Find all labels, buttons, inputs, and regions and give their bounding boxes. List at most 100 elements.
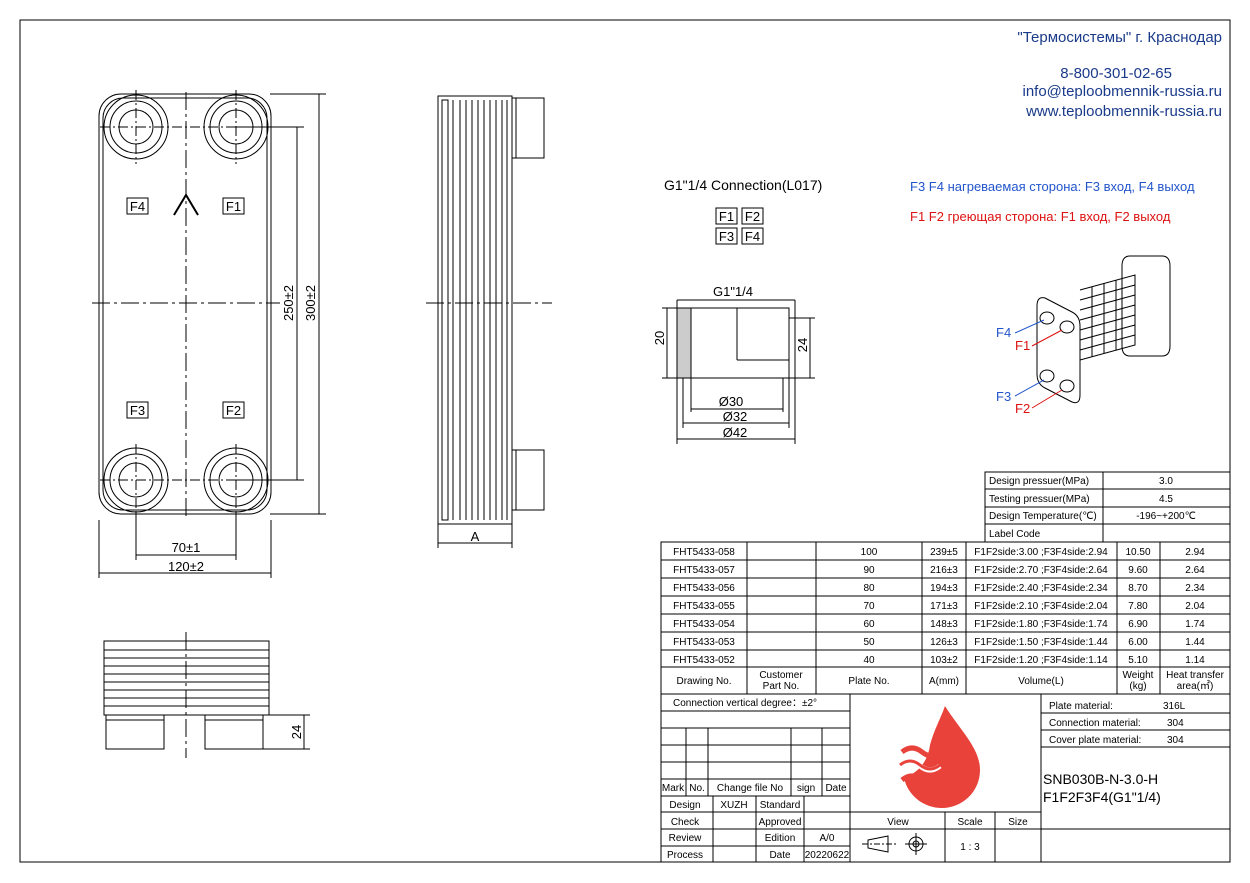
iso-f3: F3 — [996, 389, 1011, 404]
port-label-f2: F2 — [226, 403, 241, 418]
detail-d30: Ø30 — [719, 394, 744, 409]
company-site: www.teploobmennik-russia.ru — [1025, 103, 1222, 120]
model-cell-volume: F1F2side:2.40 ;F3F4side:2.34 — [974, 583, 1108, 594]
model-cell-area: 1.44 — [1185, 637, 1205, 648]
tb-check: Check — [671, 817, 700, 828]
model-cell-a: 126±3 — [930, 637, 958, 648]
iso-f2: F2 — [1015, 401, 1030, 416]
tb-cover-material: 304 — [1167, 735, 1184, 746]
model-cell-volume: F1F2side:2.70 ;F3F4side:2.64 — [974, 565, 1108, 576]
model-cell-weight: 8.70 — [1128, 583, 1148, 594]
tb-size: Size — [1008, 817, 1028, 828]
bottom-view — [103, 632, 310, 758]
model-cell-volume: F1F2side:1.20 ;F3F4side:1.14 — [974, 655, 1108, 666]
model-cell-drawing: FHT5433-058 — [673, 547, 735, 558]
tb-connection-material-label: Connection material: — [1049, 718, 1141, 729]
model-cell-a: 216±3 — [930, 565, 958, 576]
company-phone: 8-800-301-02-65 — [1060, 65, 1172, 82]
tb-design: Design — [669, 800, 700, 811]
company-header: "Термосистемы" г. Краснодар 8-800-301-02… — [1017, 29, 1222, 120]
detail-dim-20: 20 — [652, 331, 667, 345]
tb-approved: Approved — [759, 817, 802, 828]
model-cell-a: 239±5 — [930, 547, 958, 558]
model-cell-weight: 7.80 — [1128, 601, 1148, 612]
tb-edition-value: A/0 — [819, 833, 834, 844]
tb-model: SNB030B-N-3.0-H — [1043, 771, 1158, 787]
tb-view: View — [887, 817, 909, 828]
model-cell-drawing: FHT5433-056 — [673, 583, 735, 594]
model-cell-volume: F1F2side:1.80 ;F3F4side:1.74 — [974, 619, 1108, 630]
tb-scale-value: 1 : 3 — [960, 842, 980, 853]
model-cell-drawing: FHT5433-057 — [673, 565, 735, 576]
model-cell-area: 1.14 — [1185, 655, 1205, 666]
port-label-f1: F1 — [226, 199, 241, 214]
design-label-code: Label Code — [989, 529, 1041, 540]
tb-date-value: 20220622 — [805, 850, 850, 861]
model-cell-drawing: FHT5433-052 — [673, 655, 735, 666]
tb-standard: Standard — [760, 800, 801, 811]
hdr-weight: Weight(kg) — [1123, 670, 1154, 692]
plate-outline — [98, 93, 272, 515]
design-value-testing: 4.5 — [1159, 494, 1173, 505]
design-label-testing: Testing pressuer(MPa) — [989, 494, 1090, 505]
tb-no: No. — [689, 783, 705, 794]
tb-date-label: Date — [769, 850, 791, 861]
drawing-frame — [19, 19, 1231, 863]
model-cell-drawing: FHT5433-054 — [673, 619, 735, 630]
front-view-labels: F4 F1 F3 F2 250±2 300±2 70±1 120±2 — [130, 199, 318, 574]
connection-detail — [662, 299, 815, 444]
model-cell-plates: 40 — [863, 655, 875, 666]
dim-120: 120±2 — [168, 559, 204, 574]
grid-f4: F4 — [745, 229, 760, 244]
tb-scale: Scale — [957, 817, 982, 828]
design-label-temp: Design Temperature(℃) — [989, 511, 1097, 522]
model-cell-weight: 5.10 — [1128, 655, 1148, 666]
model-cell-drawing: FHT5433-055 — [673, 601, 735, 612]
title-block-grid — [660, 693, 1231, 863]
tb-sign: sign — [797, 783, 815, 794]
model-cell-weight: 10.50 — [1125, 547, 1150, 558]
tb-date: Date — [825, 783, 847, 794]
model-cell-plates: 90 — [863, 565, 875, 576]
design-label-pressure: Design pressuer(MPa) — [989, 476, 1089, 487]
tb-plate-material-label: Plate material: — [1049, 701, 1113, 712]
model-cell-weight: 9.60 — [1128, 565, 1148, 576]
model-cell-area: 2.04 — [1185, 601, 1205, 612]
tb-review: Review — [669, 833, 703, 844]
flow-arrow-icon — [173, 193, 199, 216]
hdr-a: A(mm) — [929, 676, 959, 687]
model-cell-weight: 6.90 — [1128, 619, 1148, 630]
legend-heated: F3 F4 нагреваемая сторона: F3 вход, F4 в… — [910, 179, 1195, 194]
hdr-drawing: Drawing No. — [676, 676, 731, 687]
grid-f1: F1 — [719, 209, 734, 224]
tb-mark: Mark — [662, 783, 685, 794]
model-cell-a: 194±3 — [930, 583, 958, 594]
company-name: "Термосистемы" г. Краснодар — [1017, 29, 1222, 46]
detail-thread: G1"1/4 — [713, 284, 753, 299]
dim-70: 70±1 — [172, 540, 201, 555]
connection-port-grid — [715, 207, 764, 245]
design-value-temp: -196~+200℃ — [1136, 511, 1196, 522]
model-cell-area: 2.94 — [1185, 547, 1205, 558]
connection-title: G1"1/4 Connection(L017) — [664, 177, 822, 193]
model-cell-a: 148±3 — [930, 619, 958, 630]
tb-model-ports: F1F2F3F4(G1"1/4) — [1043, 789, 1161, 805]
model-cell-plates: 50 — [863, 637, 875, 648]
model-cell-volume: F1F2side:2.10 ;F3F4side:2.04 — [974, 601, 1108, 612]
model-cell-volume: F1F2side:1.50 ;F3F4side:1.44 — [974, 637, 1108, 648]
tb-plate-material: 316L — [1163, 701, 1186, 712]
model-cell-plates: 70 — [863, 601, 875, 612]
front-view — [92, 90, 326, 578]
tb-change-file: Change file No — [717, 783, 784, 794]
model-cell-area: 2.64 — [1185, 565, 1205, 576]
grid-f2: F2 — [745, 209, 760, 224]
tb-cover-material-label: Cover plate material: — [1049, 735, 1141, 746]
side-view — [426, 95, 552, 548]
model-cell-area: 2.34 — [1185, 583, 1205, 594]
iso-f4: F4 — [996, 325, 1011, 340]
hdr-plates: Plate No. — [848, 676, 889, 687]
model-cell-volume: F1F2side:3.00 ;F3F4side:2.94 — [974, 547, 1108, 558]
